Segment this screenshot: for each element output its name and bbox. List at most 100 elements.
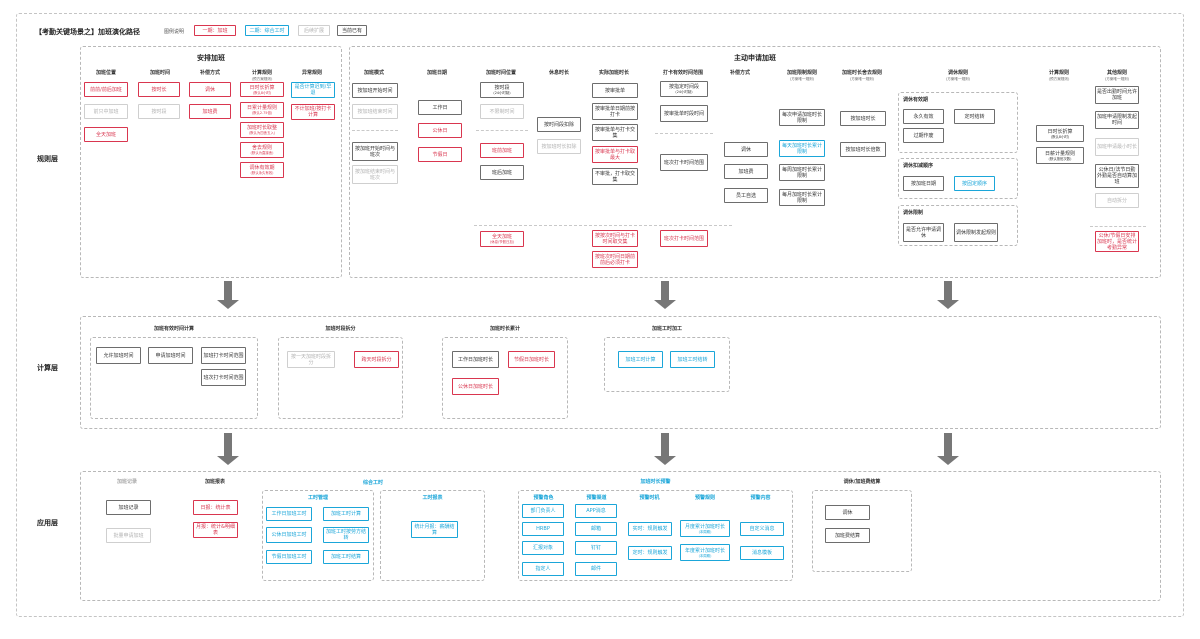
apply-actual-item: 按班次时间日期前前后必须打卡 <box>592 251 638 268</box>
apply-header: 补偿方式 <box>729 70 750 76</box>
layer-label-rule: 规则层 <box>37 155 58 163</box>
apply-header: 加班限制规则(方案唯一规则) <box>786 70 817 81</box>
app-warn-timing: 实时：规则触发 <box>628 522 672 536</box>
leave-valid-item: 定时结转 <box>954 109 995 124</box>
app-settle-item: 调休 <box>825 505 870 520</box>
arrange-overtime-panel <box>80 46 342 278</box>
apply-comp-item: 员工自选 <box>724 188 768 203</box>
apply-position-item: 班后加班 <box>480 165 524 180</box>
arrange-position-item: 前前/前后加班 <box>84 82 128 97</box>
calc-effective-item: 申请加班时间 <box>148 347 193 364</box>
arrange-header-comp: 补偿方式 <box>199 70 220 76</box>
arrow-calc-to-app <box>944 433 952 456</box>
apply-round-item: 按加班时长 <box>840 111 886 126</box>
arrange-comp-item: 加班费 <box>189 104 231 119</box>
apply-position-item: 全天加班(休息/节假日加) <box>480 231 524 247</box>
app-compwork-mgmt-item: 工作日加班工时 <box>266 507 312 521</box>
calc-hours-item: 加班工时计算 <box>618 351 663 368</box>
arrange-calc-item: 舍去规则(默认为直接舍) <box>240 142 284 158</box>
app-warn-role: HRBP <box>522 522 564 536</box>
leave-valid-group <box>898 92 1018 153</box>
calc-effective-title: 加班有效时间计算 <box>153 326 194 332</box>
leave-limit-item: 调休限制发起规则 <box>954 223 998 242</box>
app-record-item: 加班记录 <box>106 500 151 515</box>
app-warn-timing: 定时：规则触发 <box>628 546 672 560</box>
layer-label-app: 应用层 <box>37 519 58 527</box>
apply-header: 调休规则(方案唯一规则) <box>945 70 971 81</box>
app-settle-item: 加班费结算 <box>825 528 870 543</box>
app-report-title: 加班报表 <box>204 479 225 485</box>
app-warn-content: 自定义消息 <box>740 522 784 536</box>
calc-hours-title: 加班工时加工 <box>651 326 682 332</box>
calc-layer-panel <box>80 316 1161 429</box>
calc-split-group <box>278 337 403 419</box>
apply-other-item: 是否出勤时间允许加班 <box>1095 86 1139 104</box>
apply-round-item: 按加班时长倍数 <box>840 142 886 157</box>
leave-valid-title: 调休有效期 <box>903 97 929 103</box>
apply-header: 加班时间位置 <box>485 70 516 76</box>
app-settle-title: 调休/加班费结算 <box>843 479 881 485</box>
apply-punch-item: 按指定时间段(24小时制) <box>660 81 708 97</box>
apply-mode-item: 按加班结束时间 <box>352 104 398 119</box>
apply-punch-item: 班次打卡时间范围 <box>660 230 708 247</box>
calc-accum-title: 加班时长累计 <box>489 326 520 332</box>
calc-split-item: 按一天加班时段拆分 <box>287 351 335 368</box>
arrange-header-position: 加班位置 <box>95 70 116 76</box>
app-warn-title: 加班时长预警 <box>640 479 671 485</box>
arrow-head <box>217 456 239 465</box>
diagram-frame <box>16 13 1184 617</box>
app-compwork-mgmt-group <box>262 490 374 581</box>
app-report-item: 月报：统计&明细表 <box>193 522 238 538</box>
arrow-head <box>937 456 959 465</box>
apply-calc-item: 日薪计量规则(默认按班次数) <box>1036 147 1084 164</box>
app-warn-role: 汇报对象 <box>522 541 564 555</box>
apply-actual-item: 按审批单 <box>592 83 638 98</box>
apply-header: 其他规则(方案唯一规则) <box>1104 70 1130 81</box>
arrange-calc-item: 加班时长取整(默认为四舍五入) <box>240 122 284 138</box>
arrange-exception-item: 是否计算迟到/早退 <box>291 82 335 98</box>
apply-header: 休息时长 <box>548 70 569 76</box>
arrow-rule-to-calc <box>224 281 232 300</box>
divider <box>1090 226 1146 227</box>
apply-actual-item: 按审批单与打卡交集 <box>592 124 638 141</box>
app-warn-group <box>518 490 793 581</box>
calc-accum-group <box>442 337 568 419</box>
app-compwork-mgmt-item: 公休日加班工时 <box>266 527 312 543</box>
apply-header: 实际加班时长 <box>598 70 629 76</box>
page-title: 【考勤关键场景之】加班演化路径 <box>35 28 140 36</box>
apply-punch-item: 班次打卡时间范围 <box>660 154 708 171</box>
leave-limit-item: 是否允许申请调休 <box>903 223 944 242</box>
apply-overtime-title: 主动申请加班 <box>734 54 776 62</box>
app-warn-channel: 邮箱 <box>575 522 617 536</box>
arrow-head <box>654 456 676 465</box>
apply-date-item: 工作日 <box>418 100 462 115</box>
app-compwork-mgmt-item: 加班工时结算 <box>323 550 369 564</box>
arrow-rule-to-calc <box>661 281 669 300</box>
apply-actual-item: 不审批，打卡取交集 <box>592 168 638 185</box>
calc-effective-item: 班次打卡时间范围 <box>201 369 246 386</box>
calc-effective-item: 加班打卡时间范围 <box>201 347 246 364</box>
apply-calc-item: 日时长折算(默认8小时) <box>1036 125 1084 142</box>
apply-limit-item: 每天加班时长累计限制 <box>779 140 825 157</box>
arrange-position-item: 前只中加班 <box>84 104 128 119</box>
app-warn-rule: 月度累计加班时长(本周期) <box>680 520 730 537</box>
calc-effective-group <box>90 337 258 419</box>
apply-position-item: 按时段(24小时制) <box>480 82 524 98</box>
apply-comp-item: 加班费 <box>724 164 768 179</box>
apply-header: 加班日期 <box>426 70 447 76</box>
app-compwork-mgmt-title: 工时管理 <box>307 495 328 501</box>
arrange-exception-item: 不计加班/按打卡计算 <box>291 104 335 120</box>
arrange-comp-item: 调休 <box>189 82 231 97</box>
calc-accum-item: 节假日加班时长 <box>508 351 555 368</box>
app-layer-panel <box>80 471 1161 601</box>
apply-date-item: 节假日 <box>418 147 462 162</box>
leave-order-title: 调休扣减顺序 <box>903 163 934 169</box>
app-warn-header: 预警渠道 <box>586 495 607 501</box>
app-compwork-mgmt-item: 加班工时计算 <box>323 507 369 521</box>
arrange-calc-item: 日累计量规则(默认2.75倍) <box>240 102 284 118</box>
arrange-time-item: 按时长 <box>138 82 180 97</box>
arrow-head <box>937 300 959 309</box>
calc-effective-item: 允许加班时间 <box>96 347 141 364</box>
apply-mode-item: 按加班开始时间与班次 <box>352 142 398 161</box>
apply-date-item: 公休日 <box>418 123 462 138</box>
